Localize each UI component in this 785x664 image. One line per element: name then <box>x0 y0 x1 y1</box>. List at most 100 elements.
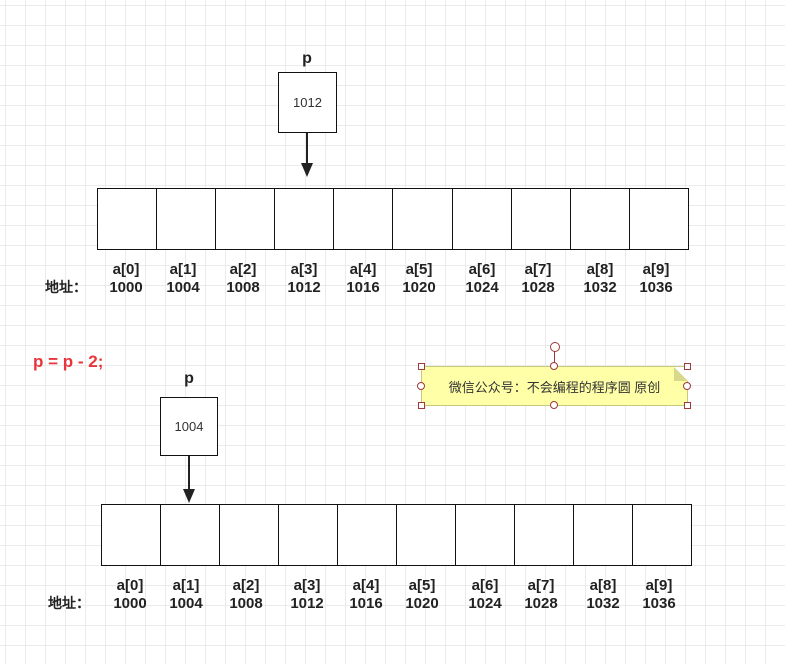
element-label: a[5]1020 <box>394 577 450 613</box>
element-address: 1016 <box>346 279 380 296</box>
resize-handle[interactable] <box>418 363 425 370</box>
watermark-note-text: 微信公众号：不会编程的程序圆 原创 <box>448 379 661 395</box>
element-address: 1012 <box>290 595 324 612</box>
element-address: 1024 <box>468 595 502 612</box>
element-name: a[7] <box>527 577 555 594</box>
pointer-box-top[interactable]: 1012 <box>278 72 337 133</box>
array-cell[interactable] <box>571 189 630 249</box>
element-label: a[2]1008 <box>218 577 274 613</box>
element-label: a[8]1032 <box>575 577 631 613</box>
array-cell[interactable] <box>453 189 512 249</box>
element-address: 1032 <box>586 595 620 612</box>
note-fold-corner <box>674 367 688 381</box>
array-cell[interactable] <box>98 189 158 249</box>
array-cell[interactable] <box>157 189 217 249</box>
element-name: a[9] <box>645 577 673 594</box>
array-cell[interactable] <box>220 505 279 565</box>
resize-handle[interactable] <box>550 401 558 409</box>
array-cell[interactable] <box>393 189 453 249</box>
element-name: a[8] <box>586 261 614 278</box>
pointer-arrow-line-top <box>306 133 308 164</box>
element-name: a[0] <box>112 261 140 278</box>
array-top[interactable] <box>97 188 689 250</box>
element-label: a[9]1036 <box>628 261 684 297</box>
element-address: 1028 <box>521 279 555 296</box>
element-label: a[1]1004 <box>155 261 211 297</box>
element-label: a[3]1012 <box>279 577 335 613</box>
element-name: a[8] <box>589 577 617 594</box>
array-cell[interactable] <box>633 505 691 565</box>
array-cell[interactable] <box>216 189 276 249</box>
rotate-handle-line <box>554 351 555 366</box>
array-cell[interactable] <box>161 505 220 565</box>
pointer-arrow-line-bottom <box>188 456 190 490</box>
code-statement: p = p - 2; <box>33 352 104 371</box>
element-name: a[4] <box>352 577 380 594</box>
element-name: a[9] <box>642 261 670 278</box>
address-label-bottom: 地址： <box>48 595 90 611</box>
address-label-top: 地址： <box>45 279 87 295</box>
element-name: a[6] <box>471 577 499 594</box>
array-cell[interactable] <box>338 505 397 565</box>
element-address: 1004 <box>166 279 200 296</box>
element-label: a[7]1028 <box>513 577 569 613</box>
element-label: a[3]1012 <box>276 261 332 297</box>
element-address: 1036 <box>639 279 673 296</box>
array-cell[interactable] <box>515 505 574 565</box>
element-name: a[1] <box>169 261 197 278</box>
array-cell[interactable] <box>102 505 161 565</box>
pointer-label-top: p <box>302 50 312 67</box>
array-cell[interactable] <box>574 505 633 565</box>
pointer-arrow-head-bottom <box>183 489 195 503</box>
element-address: 1036 <box>642 595 676 612</box>
pointer-arrow-head-top <box>301 163 313 177</box>
rotate-handle[interactable] <box>550 342 560 352</box>
element-name: a[2] <box>229 261 257 278</box>
array-cell[interactable] <box>456 505 515 565</box>
element-address: 1024 <box>465 279 499 296</box>
element-address: 1004 <box>169 595 203 612</box>
element-name: a[2] <box>232 577 260 594</box>
pointer-label-bottom: p <box>184 370 194 387</box>
element-address: 1000 <box>109 279 143 296</box>
element-address: 1020 <box>402 279 436 296</box>
element-label: a[4]1016 <box>335 261 391 297</box>
array-cell[interactable] <box>397 505 456 565</box>
array-cell[interactable] <box>512 189 571 249</box>
element-address: 1000 <box>113 595 147 612</box>
element-label: a[0]1000 <box>98 261 154 297</box>
watermark-note[interactable]: 微信公众号：不会编程的程序圆 原创 <box>421 366 688 406</box>
element-label: a[0]1000 <box>102 577 158 613</box>
element-name: a[3] <box>293 577 321 594</box>
element-address: 1016 <box>349 595 383 612</box>
array-cell[interactable] <box>279 505 338 565</box>
element-label: a[6]1024 <box>457 577 513 613</box>
resize-handle[interactable] <box>417 382 425 390</box>
pointer-box-bottom[interactable]: 1004 <box>160 397 218 456</box>
element-address: 1032 <box>583 279 617 296</box>
element-address: 1012 <box>287 279 321 296</box>
element-label: a[2]1008 <box>215 261 271 297</box>
element-name: a[1] <box>172 577 200 594</box>
element-address: 1020 <box>405 595 439 612</box>
resize-handle[interactable] <box>684 363 691 370</box>
array-cell[interactable] <box>334 189 394 249</box>
element-address: 1008 <box>226 279 260 296</box>
resize-handle[interactable] <box>683 382 691 390</box>
element-name: a[3] <box>290 261 318 278</box>
array-cell[interactable] <box>275 189 335 249</box>
element-name: a[0] <box>116 577 144 594</box>
element-name: a[5] <box>408 577 436 594</box>
array-bottom[interactable] <box>101 504 692 566</box>
element-label: a[6]1024 <box>454 261 510 297</box>
element-label: a[9]1036 <box>631 577 687 613</box>
element-name: a[6] <box>468 261 496 278</box>
array-cell[interactable] <box>630 189 688 249</box>
element-label: a[4]1016 <box>338 577 394 613</box>
resize-handle[interactable] <box>684 402 691 409</box>
element-address: 1028 <box>524 595 558 612</box>
element-label: a[7]1028 <box>510 261 566 297</box>
resize-handle[interactable] <box>550 362 558 370</box>
element-label: a[8]1032 <box>572 261 628 297</box>
resize-handle[interactable] <box>418 402 425 409</box>
